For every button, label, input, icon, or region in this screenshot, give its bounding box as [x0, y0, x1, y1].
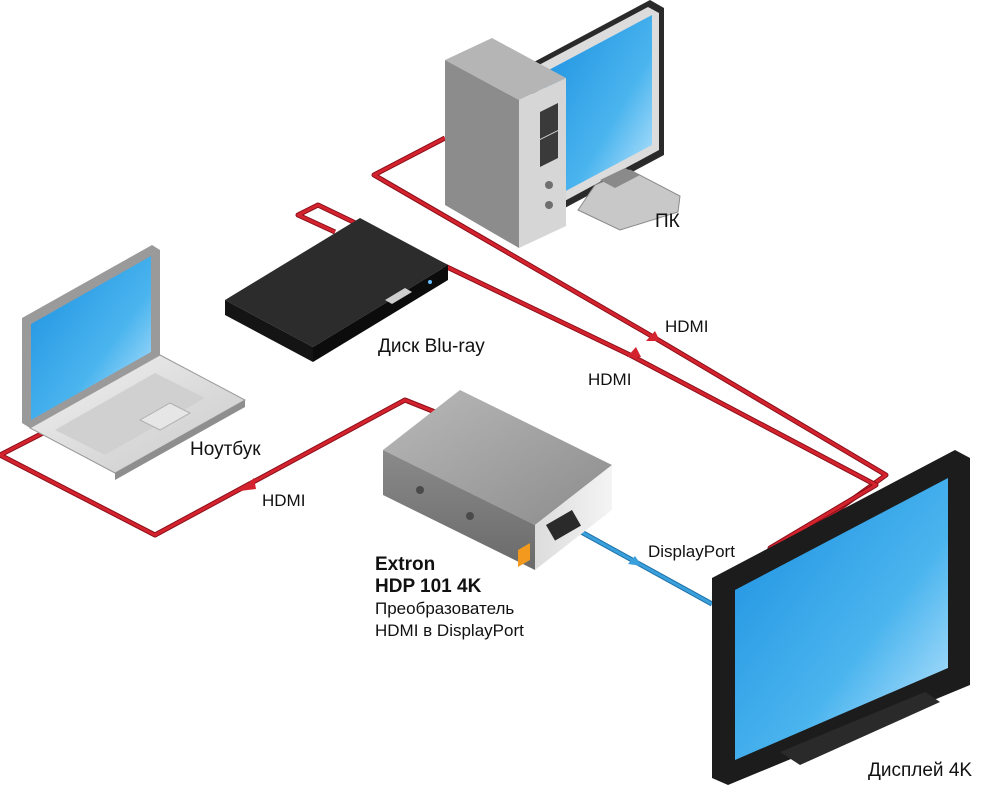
arrow-icon [240, 478, 256, 491]
pc-monitor-icon [532, 0, 681, 231]
display-label: Дисплей 4K [868, 760, 972, 781]
bluray-device: Диск Blu-ray [225, 218, 485, 362]
pc-label: ПК [655, 211, 680, 232]
display-device: Дисплей 4K [712, 450, 972, 785]
bluray-player-icon [225, 218, 448, 362]
cable-converter-to-display [563, 520, 714, 607]
laptop-label: Ноутбук [190, 439, 261, 460]
converter-box-icon [383, 390, 612, 570]
cable-label-laptop-hdmi: HDMI [262, 491, 305, 510]
converter-desc-line2: HDMI в DisplayPort [375, 621, 524, 640]
arrow-icon [646, 331, 660, 341]
cable-label-pc-hdmi: HDMI [665, 317, 708, 336]
laptop-device: Ноутбук [22, 245, 261, 480]
laptop-icon [22, 245, 247, 480]
bluray-label: Диск Blu-ray [378, 336, 485, 357]
cable-label-displayport: DisplayPort [648, 542, 735, 561]
cable-laptop-to-converter [0, 397, 436, 538]
display-monitor-icon [712, 450, 970, 785]
arrow-icon [628, 556, 642, 566]
converter-model: HDP 101 4K [375, 576, 482, 597]
converter-device: Extron HDP 101 4K Преобразователь HDMI в… [375, 390, 612, 640]
converter-brand: Extron [375, 554, 435, 575]
pc-tower-icon [445, 38, 566, 248]
converter-desc-line1: Преобразователь [375, 599, 514, 618]
arrow-icon [627, 347, 641, 357]
pc-device: ПК [445, 0, 681, 248]
cable-label-bluray-hdmi: HDMI [588, 370, 631, 389]
